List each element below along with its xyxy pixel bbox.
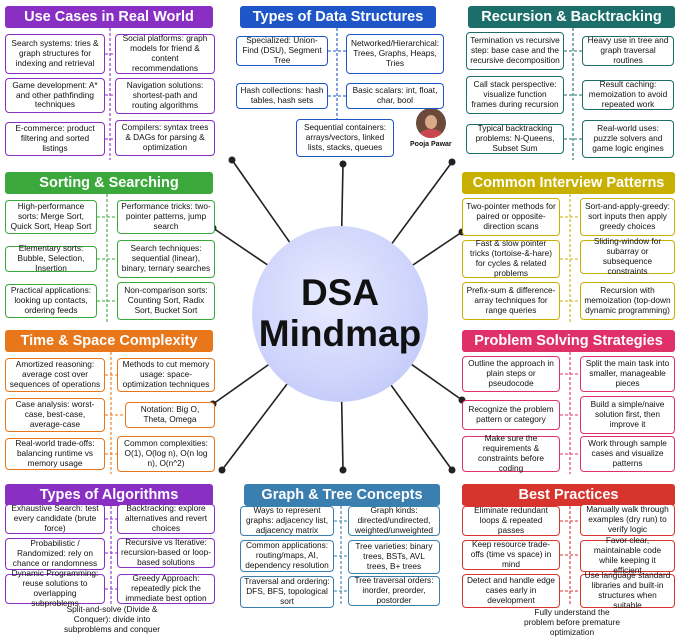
sorting-item-1: High-performance sorts: Merge Sort, Quic… xyxy=(5,200,97,234)
best-practices-item-7: Fully understand the problem before prem… xyxy=(524,607,620,637)
algorithms-item-7: Split-and-solve (Divide & Conquer): divi… xyxy=(64,604,160,634)
recursion-item-5: Typical backtracking problems: N-Queens,… xyxy=(466,123,564,154)
algorithms-item-2: Backtracking: explore alternatives and r… xyxy=(117,503,215,534)
recursion-item-3: Call stack perspective: visualize functi… xyxy=(466,76,564,114)
complexity-item-2: Methods to cut memory usage: space-optim… xyxy=(117,358,215,392)
recursion-item-6: Real-world uses: puzzle solvers and game… xyxy=(582,120,674,158)
algorithms-item-1: Exhaustive Search: test every candidate … xyxy=(5,503,105,534)
interview-item-6: Recursion with memoization (top-down dyn… xyxy=(580,282,675,320)
problem-solving-item-3: Recognize the problem pattern or categor… xyxy=(462,400,560,430)
data-structures-item-5: Sequential containers: arrays/vectors, l… xyxy=(296,119,394,157)
header-recursion: Recursion & Backtracking xyxy=(468,6,675,28)
header-graph-tree: Graph & Tree Concepts xyxy=(244,484,440,506)
header-problem-solving: Problem Solving Strategies xyxy=(462,330,675,352)
data-structures-item-1: Specialized: Union-Find (DSU), Segment T… xyxy=(236,35,328,66)
data-structures-item-2: Networked/Hierarchical: Trees, Graphs, H… xyxy=(346,34,444,74)
algorithms-item-6: Greedy Approach: repeatedly pick the imm… xyxy=(117,573,215,604)
recursion-item-1: Termination vs recursive step: base case… xyxy=(466,32,564,70)
sorting-item-6: Non-comparison sorts: Counting Sort, Rad… xyxy=(117,282,215,320)
best-practices-item-6: Use language standard libraries and buil… xyxy=(580,571,675,610)
data-structures-item-3: Hash collections: hash tables, hash sets xyxy=(236,83,328,109)
header-data-structures: Types of Data Structures xyxy=(240,6,436,28)
best-practices-item-1: Eliminate redundant loops & repeated pas… xyxy=(462,505,560,536)
recursion-item-2: Heavy use in tree and graph traversal ro… xyxy=(582,35,674,66)
algorithms-item-3: Probabilistic / Randomized: rely on chan… xyxy=(5,538,105,570)
problem-solving-item-2: Split the main task into smaller, manage… xyxy=(580,356,675,392)
interview-item-2: Sort-and-apply-greedy: sort inputs then … xyxy=(580,198,675,236)
interview-item-5: Prefix-sum & difference-array techniques… xyxy=(462,282,560,320)
use-cases-item-2: Social platforms: graph models for frien… xyxy=(115,34,215,74)
center-title-line-2: Mindmap xyxy=(258,313,422,354)
complexity-item-4: Notation: Big O, Theta, Omega xyxy=(125,402,215,428)
complexity-item-3: Case analysis: worst-case, best-case, av… xyxy=(5,398,105,432)
interview-item-3: Fast & slow pointer tricks (tortoise-&-h… xyxy=(462,239,560,278)
author-name: Pooja Pawar xyxy=(410,141,452,148)
spoke-dot xyxy=(218,466,226,474)
spoke-dot xyxy=(339,160,347,168)
algorithms-item-4: Recursive vs Iterative: recursion-based … xyxy=(117,537,215,568)
header-algorithms: Types of Algorithms xyxy=(5,484,213,506)
algorithms-item-5: Dynamic Programming: reuse solutions to … xyxy=(5,569,105,608)
use-cases-item-3: Game development: A* and other pathfindi… xyxy=(5,78,105,113)
data-structures-item-4: Basic scalars: int, float, char, bool xyxy=(346,83,444,109)
spoke-dot xyxy=(448,466,456,474)
best-practices-item-4: Favor clear, maintainable code while kee… xyxy=(580,536,675,575)
header-best-practices: Best Practices xyxy=(462,484,675,506)
recursion-item-4: Result caching: memoization to avoid rep… xyxy=(582,79,674,110)
graph-tree-item-6: Tree traversal orders: inorder, preorder… xyxy=(348,575,440,606)
best-practices-item-5: Detect and handle edge cases early in de… xyxy=(462,574,560,608)
sorting-item-5: Practical applications: looking up conta… xyxy=(5,284,97,318)
graph-tree-item-3: Common applications: routing/maps, AI, d… xyxy=(240,540,334,572)
best-practices-item-3: Keep resource trade-offs (time vs space)… xyxy=(462,539,560,570)
problem-solving-item-4: Build a simple/naive solution first, the… xyxy=(580,396,675,434)
interview-item-1: Two-pointer methods for paired or opposi… xyxy=(462,198,560,236)
use-cases-item-1: Search systems: tries & graph structures… xyxy=(5,34,105,74)
use-cases-item-4: Navigation solutions: shortest-path and … xyxy=(115,78,215,114)
graph-tree-item-5: Traversal and ordering: DFS, BFS, topolo… xyxy=(240,576,334,608)
sorting-item-2: Performance tricks: two-pointer patterns… xyxy=(117,200,215,234)
graph-tree-item-4: Tree varieties: binary trees, BSTs, AVL … xyxy=(348,540,440,574)
header-use-cases: Use Cases in Real World xyxy=(5,6,213,28)
sorting-item-3: Elementary sorts: Bubble, Selection, Ins… xyxy=(5,243,97,273)
best-practices-item-2: Manually walk through examples (dry run)… xyxy=(580,504,675,536)
graph-tree-item-1: Ways to represent graphs: adjacency list… xyxy=(240,505,334,536)
header-complexity: Time & Space Complexity xyxy=(5,330,213,352)
center-title: DSA Mindmap xyxy=(252,226,428,402)
header-sorting: Sorting & Searching xyxy=(5,172,213,194)
interview-item-4: Sliding-window for subarray or subsequen… xyxy=(580,237,675,276)
header-interview: Common Interview Patterns xyxy=(462,172,675,194)
problem-solving-item-5: Make sure the requirements & constraints… xyxy=(462,434,560,473)
complexity-item-5: Real-world trade-offs: balancing runtime… xyxy=(5,438,105,470)
problem-solving-item-1: Outline the approach in plain steps or p… xyxy=(462,356,560,392)
use-cases-item-6: Compilers: syntax trees & DAGs for parsi… xyxy=(115,120,215,156)
spoke-dot xyxy=(339,466,347,474)
graph-tree-item-2: Graph kinds: directed/undirected, weight… xyxy=(348,505,440,536)
spoke-dot xyxy=(448,158,456,166)
sorting-item-4: Search techniques: sequential (linear), … xyxy=(117,240,215,278)
center-title-line-1: DSA xyxy=(300,272,380,314)
use-cases-item-5: E-commerce: product filtering and sorted… xyxy=(5,122,105,156)
spoke-dot xyxy=(228,156,236,164)
author-avatar xyxy=(416,108,446,138)
complexity-item-6: Common complexities: O(1), O(log n), O(n… xyxy=(117,436,215,472)
complexity-item-1: Amortized reasoning: average cost over s… xyxy=(5,358,105,392)
problem-solving-item-6: Work through sample cases and visualize … xyxy=(580,436,675,472)
